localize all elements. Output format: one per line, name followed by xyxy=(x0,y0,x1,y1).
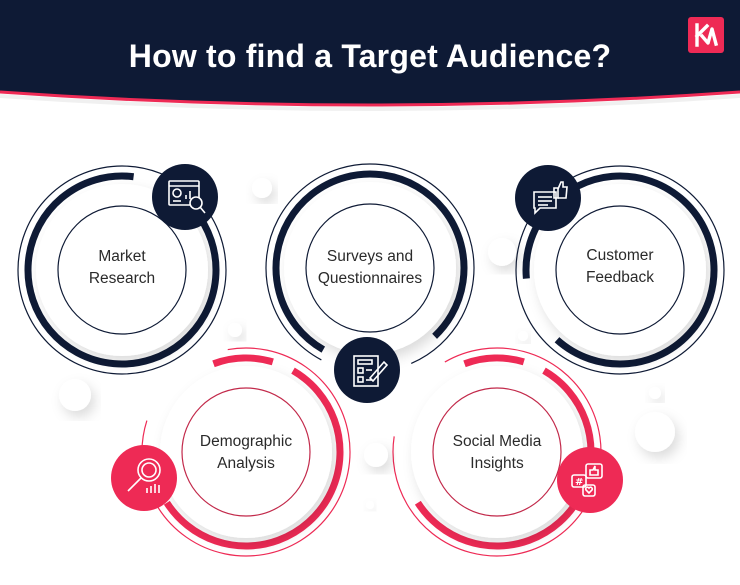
demographic-analysis-node xyxy=(141,347,351,557)
label-line: Research xyxy=(88,270,156,287)
svg-text:#: # xyxy=(575,477,583,488)
market-research-label: Market Research xyxy=(52,246,192,290)
label-line: Demographic xyxy=(199,433,293,450)
social-media-icon: # xyxy=(557,447,623,513)
label-line: Surveys and xyxy=(326,248,414,265)
label-line: Feedback xyxy=(585,269,655,286)
label-line: Questionnaires xyxy=(317,270,423,287)
label-line: Market xyxy=(98,248,146,265)
customer-feedback-label: Customer Feedback xyxy=(550,245,690,289)
label-line: Customer xyxy=(586,247,654,264)
survey-clipboard-icon xyxy=(334,337,400,403)
market-research-icon xyxy=(152,164,218,230)
decorative-dots xyxy=(59,178,675,509)
header-background xyxy=(0,0,740,111)
feedback-thumbs-up-icon xyxy=(515,165,581,231)
social-media-insights-label: Social Media Insights xyxy=(427,431,567,475)
customer-feedback-node xyxy=(515,165,725,375)
page-title: How to find a Target Audience? xyxy=(128,38,612,74)
label-line: Insights xyxy=(470,455,524,472)
demographic-analysis-label: Demographic Analysis xyxy=(176,431,316,475)
km-logo-icon xyxy=(688,17,724,53)
header-banner: How to find a Target Audience? xyxy=(0,0,740,115)
label-line: Analysis xyxy=(217,455,275,472)
surveys-label: Surveys and Questionnaires xyxy=(300,246,440,290)
label-line: Social Media xyxy=(452,433,542,450)
market-research-node xyxy=(17,165,227,375)
social-media-insights-node xyxy=(392,347,602,557)
surveys-node xyxy=(265,163,475,373)
demographic-magnifier-icon xyxy=(111,445,177,511)
